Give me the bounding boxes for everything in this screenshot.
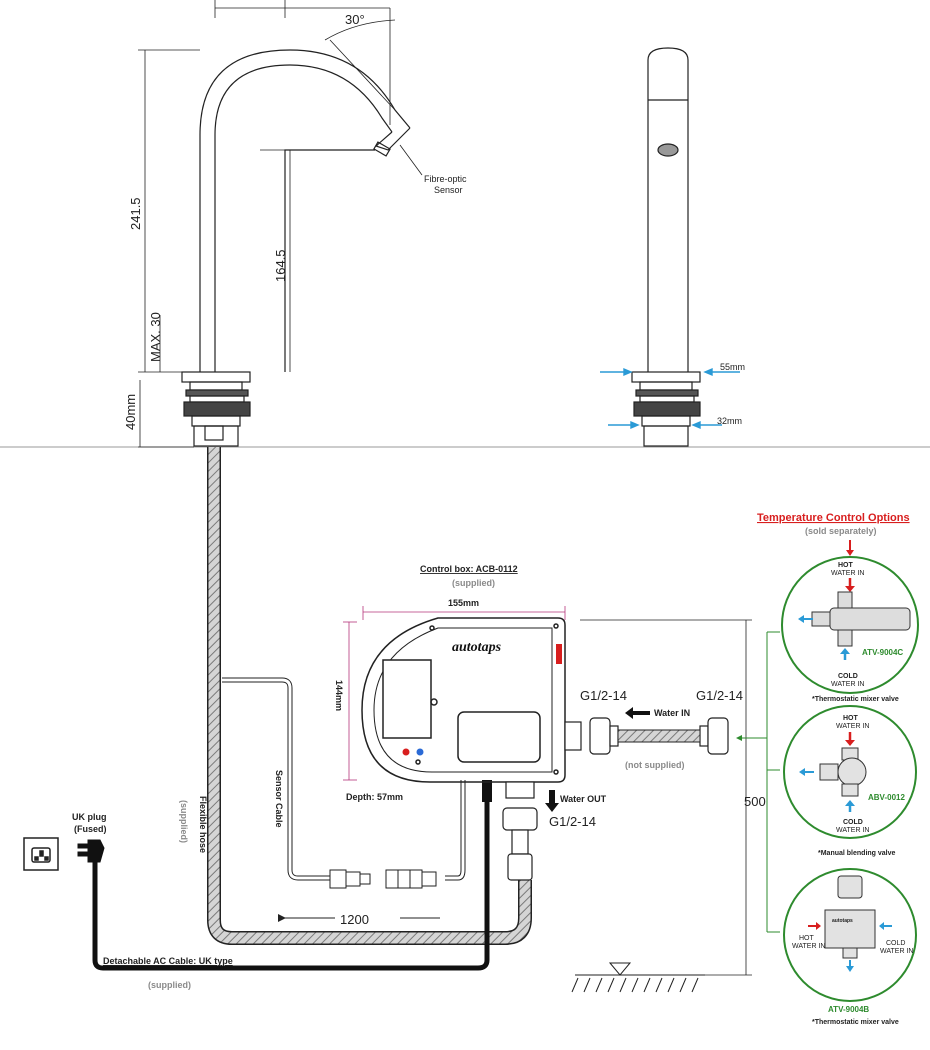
svg-text:HOT: HOT [799, 935, 815, 942]
uk-plug-icon [77, 839, 105, 863]
base-dimension-arrows [600, 367, 740, 430]
water-out-arrow [545, 790, 559, 812]
sensor-leader [399, 144, 423, 176]
thread-right-label: G1/2-14 [696, 688, 743, 703]
hose-length-label: 1200 [340, 912, 369, 927]
ac-cable-supplied: (supplied) [148, 980, 191, 990]
uk-plug-line2: (Fused) [74, 824, 107, 834]
control-box-title: Control box: ACB-0112 [420, 564, 518, 574]
thread-left-label: G1/2-14 [580, 688, 627, 703]
flexible-hose-supplied: (supplied) [179, 800, 189, 843]
svg-text:ATV-9004C: ATV-9004C [862, 648, 903, 657]
red-indicator [556, 644, 562, 664]
box-height-dimension [343, 621, 357, 781]
sensor-cable-box-side [445, 780, 466, 881]
box-width-label: 155mm [448, 598, 479, 608]
height-500-label: 500 [744, 794, 766, 809]
flexible-hose-fill [208, 447, 531, 944]
options-bracket [740, 631, 780, 933]
sensor-cable-label: Sensor Cable [274, 770, 284, 828]
option-3-caption: *Thermostatic mixer valve [812, 1019, 899, 1026]
water-out-label: Water OUT [560, 794, 607, 804]
ac-cable [92, 790, 490, 971]
floor-symbol [571, 962, 705, 993]
temp-options-subtitle: (sold separately) [805, 526, 877, 536]
svg-text:ABV-0012: ABV-0012 [868, 793, 905, 802]
svg-text:WATER IN: WATER IN [880, 948, 913, 955]
svg-text:WATER IN: WATER IN [792, 943, 825, 950]
flexible-hose [207, 447, 532, 945]
svg-text:autotaps: autotaps [832, 918, 853, 924]
tap-side-view [181, 49, 411, 447]
option-1-caption: *Thermostatic mixer valve [812, 696, 899, 703]
thread-out-label: G1/2-14 [549, 814, 596, 829]
box-depth-label: Depth: 57mm [346, 792, 403, 802]
temp-options-title: Temperature Control Options [757, 512, 910, 524]
hot-indicator [402, 748, 410, 756]
uk-socket-icon [23, 837, 59, 871]
svg-text:WATER IN: WATER IN [831, 570, 864, 577]
svg-text:WATER IN: WATER IN [836, 827, 869, 834]
option-atv-9004c: HOT WATER IN COLD WATER IN ATV-9004C [781, 540, 919, 694]
svg-text:COLD: COLD [843, 819, 863, 826]
svg-text:COLD: COLD [886, 940, 905, 947]
tap-front-view [631, 47, 701, 447]
base-height-label: 40mm [123, 394, 138, 430]
option-2-caption: *Manual blending valve [818, 850, 896, 857]
angle-dimension [214, 0, 396, 125]
svg-text:HOT: HOT [838, 562, 854, 569]
angle-label: 30° [345, 12, 365, 27]
control-box [361, 617, 566, 783]
sensor-connectors [329, 869, 437, 889]
flexible-hose-label: Flexible hose [198, 796, 208, 853]
height-outlet-label: 164.5 [273, 249, 288, 282]
option-3-code: ATV-9004B [828, 1005, 869, 1014]
svg-text:HOT: HOT [843, 715, 859, 722]
sensor-label-line2: Sensor [434, 185, 463, 195]
thread-diameter-label: 32mm [717, 416, 742, 426]
cold-indicator [416, 748, 424, 756]
box-width-dimension [362, 606, 566, 620]
water-in-label: Water IN [654, 708, 690, 718]
option-atv-9004b: autotaps HOT WATER IN COLD WATER IN [783, 868, 917, 1002]
not-supplied-label: (not supplied) [625, 760, 685, 770]
brand-label: autotaps [452, 640, 502, 655]
height-total-label: 241.5 [128, 197, 143, 230]
water-in-arrow [625, 707, 650, 719]
uk-plug-line1: UK plug [72, 812, 107, 822]
inlet-hose [617, 729, 701, 743]
option-abv-0012: HOT WATER IN COLD WATER IN ABV-0012 [783, 705, 917, 839]
svg-text:COLD: COLD [838, 673, 858, 680]
box-height-label: 144mm [334, 680, 344, 711]
base-diameter-label: 55mm [720, 362, 745, 372]
inlet-fitting [564, 717, 729, 755]
outlet-fitting [502, 781, 538, 881]
svg-text:WATER IN: WATER IN [836, 723, 869, 730]
max-thickness-label: MAX. 30 [148, 312, 163, 362]
control-box-supplied: (supplied) [452, 578, 495, 588]
svg-text:WATER IN: WATER IN [831, 681, 864, 688]
sensor-label-line1: Fibre-optic [424, 174, 467, 184]
height-dimensions [138, 49, 291, 448]
ac-cable-label: Detachable AC Cable: UK type [103, 956, 233, 966]
